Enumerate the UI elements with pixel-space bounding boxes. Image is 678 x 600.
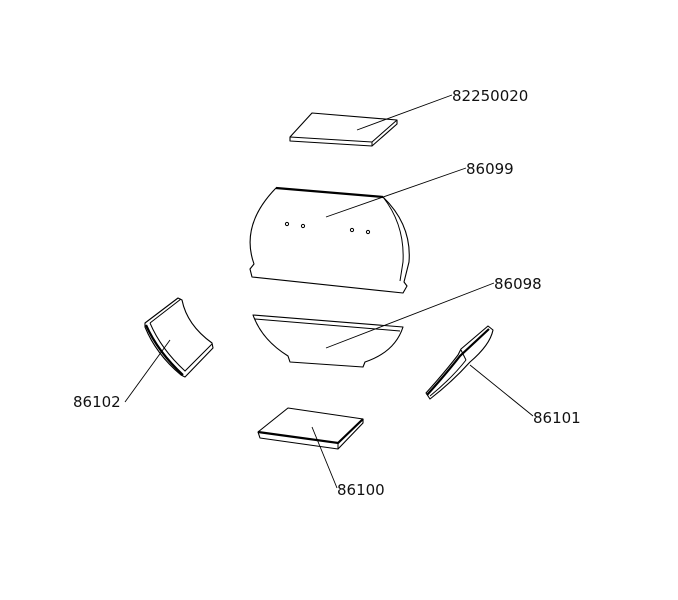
part-82250020-top-plate: 82250020 — [289, 87, 528, 147]
part-86102-left-side-piece: 86102 — [73, 297, 214, 411]
hole — [349, 227, 355, 233]
part-86099-back-panel: 86099 — [249, 160, 514, 294]
hole — [300, 223, 306, 229]
part-label-86100: 86100 — [337, 481, 385, 499]
part-label-86102: 86102 — [73, 393, 121, 411]
part-label-86098: 86098 — [494, 275, 542, 293]
leader-line-86102 — [124, 339, 171, 403]
hole — [284, 221, 290, 227]
part-label-82250020: 82250020 — [452, 87, 528, 105]
hole — [365, 229, 371, 235]
leader-line-86100 — [311, 426, 338, 489]
part-86101-right-side-piece: 86101 — [425, 325, 581, 427]
leader-line-86101 — [469, 364, 534, 417]
part-label-86101: 86101 — [533, 409, 581, 427]
leader-line-82250020 — [356, 94, 453, 131]
leader-line-86099 — [325, 167, 467, 218]
part-86100-bottom-plate: 86100 — [257, 407, 385, 499]
leader-line-86098 — [325, 282, 495, 349]
part-label-86099: 86099 — [466, 160, 514, 178]
part-86098-curved-tray: 86098 — [252, 275, 542, 368]
